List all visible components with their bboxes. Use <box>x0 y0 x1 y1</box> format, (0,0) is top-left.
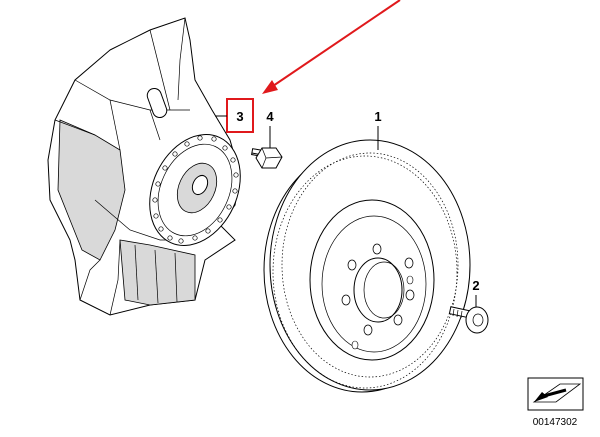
callout-part-1[interactable]: 1 <box>374 109 382 150</box>
brake-dust-shield <box>47 17 241 316</box>
callout-part-3[interactable]: 3 <box>215 98 254 133</box>
callout-label-2: 2 <box>472 278 479 293</box>
callout-label-3: 3 <box>236 109 243 124</box>
brake-disc <box>263 139 471 393</box>
shield-bolt-part-4 <box>251 147 283 169</box>
view-direction-icon <box>527 377 584 411</box>
disc-screw-part-2 <box>448 306 489 334</box>
arrow-pointer-icon <box>262 0 401 94</box>
disc-bolt-holes <box>341 243 415 336</box>
callout-label-4: 4 <box>266 109 274 124</box>
callout-label-1: 1 <box>374 109 381 124</box>
drawing-number: 00147302 <box>533 417 578 428</box>
shield-bolt-holes <box>152 135 239 244</box>
callout-part-2[interactable]: 2 <box>472 278 480 308</box>
callout-part-4[interactable]: 4 <box>266 109 274 150</box>
